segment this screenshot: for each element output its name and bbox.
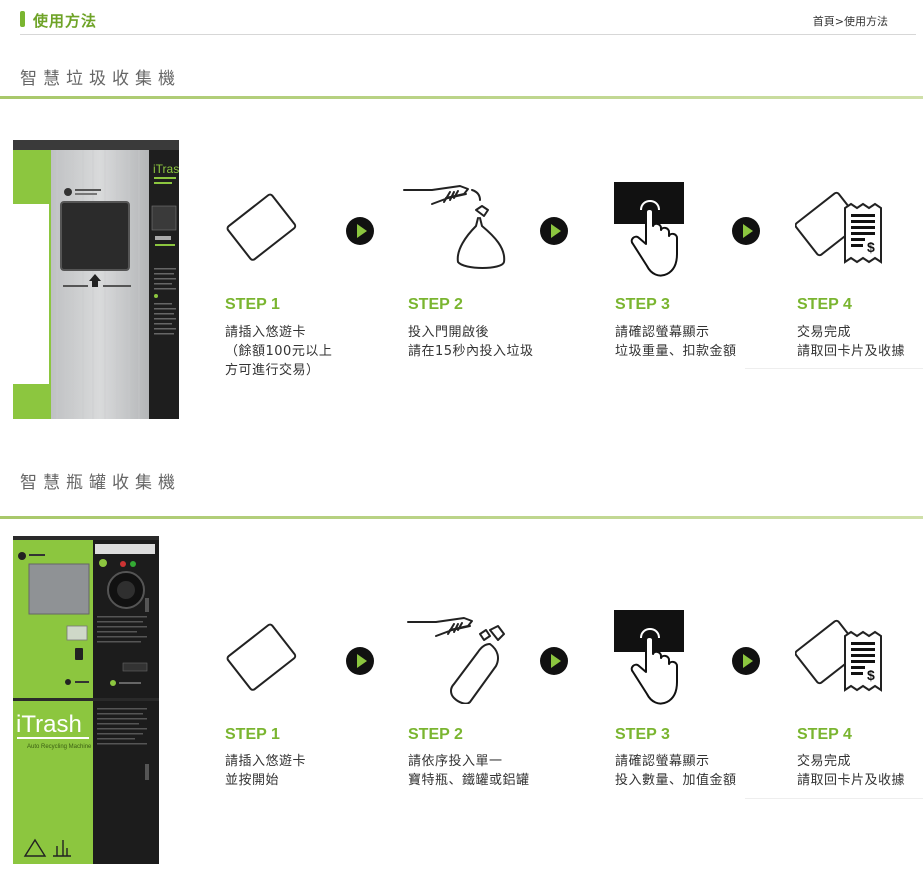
step-description: 交易完成 請取回卡片及收據	[797, 754, 906, 788]
next-arrow-icon	[346, 217, 374, 245]
title-accent-bar	[20, 11, 25, 27]
step-label: STEP 3	[615, 296, 670, 313]
page-title: 使用方法	[33, 12, 98, 30]
next-arrow-icon	[540, 647, 568, 675]
breadcrumb-home-link[interactable]: 首頁	[812, 15, 835, 28]
next-arrow-icon	[732, 647, 760, 675]
next-arrow-icon	[732, 217, 760, 245]
divider	[745, 798, 923, 799]
section-title-trash: 智慧垃圾收集機	[20, 69, 181, 89]
svg-text:$: $	[867, 667, 875, 683]
bottle-machine-image: iTrash Auto Recycling Machine	[13, 536, 159, 864]
machine-subtitle: Auto Recycling Machine	[27, 744, 92, 750]
breadcrumb-current: 使用方法	[844, 15, 888, 28]
step-label: STEP 2	[408, 296, 463, 313]
card-icon	[226, 623, 297, 691]
touch-screen-icon	[614, 182, 684, 277]
step-label: STEP 1	[225, 726, 280, 743]
breadcrumb-separator: >	[834, 15, 844, 28]
machine-brand-logo: iTrash	[16, 711, 82, 738]
svg-text:$: $	[867, 239, 875, 255]
section-title-bottle: 智慧瓶罐收集機	[20, 473, 181, 493]
section-rule	[0, 96, 923, 99]
step-description: 請確認螢幕顯示 垃圾重量、扣款金額	[615, 325, 737, 359]
step-description: 請插入悠遊卡 （餘額100元以上 方可進行交易）	[225, 325, 333, 378]
next-arrow-icon	[346, 647, 374, 675]
hand-trash-bag-icon	[403, 185, 506, 269]
step-label: STEP 1	[225, 296, 280, 313]
step-description: 請依序投入單一 寶特瓶、鐵罐或鋁罐	[408, 754, 530, 788]
page-header: 使用方法 首頁>使用方法	[20, 0, 916, 35]
card-icon	[226, 193, 297, 261]
next-arrow-icon	[540, 217, 568, 245]
hand-bottle-icon	[407, 617, 505, 704]
breadcrumb: 首頁>使用方法	[813, 13, 888, 29]
step-label: STEP 2	[408, 726, 463, 743]
trash-machine-image: iTrash	[13, 140, 179, 419]
step-description: 請確認螢幕顯示 投入數量、加值金額	[615, 754, 737, 788]
step-description: 交易完成 請取回卡片及收據	[797, 325, 906, 359]
card-receipt-icon: $	[795, 619, 882, 692]
step-label: STEP 4	[797, 296, 852, 313]
divider	[745, 368, 923, 369]
section-rule	[0, 516, 923, 519]
machine-brand-logo: iTrash	[153, 162, 179, 176]
step-label: STEP 4	[797, 726, 852, 743]
step-label: STEP 3	[615, 726, 670, 743]
card-receipt-icon: $	[795, 191, 882, 264]
step-description: 請插入悠遊卡 並按開始	[225, 754, 307, 788]
step-description: 投入門開啟後 請在15秒內投入垃圾	[408, 325, 534, 359]
touch-screen-icon	[614, 610, 684, 705]
